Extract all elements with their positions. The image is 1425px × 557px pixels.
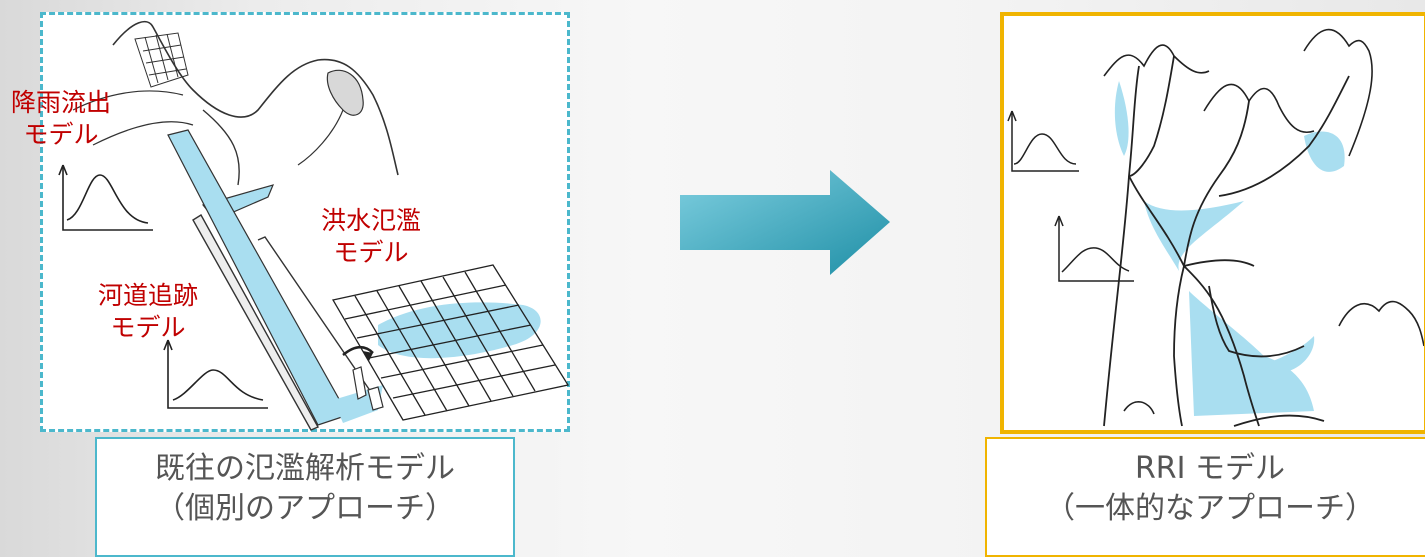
separate-approach-caption: 既往の氾濫解析モデル （個別のアプローチ）	[95, 437, 515, 557]
flood-inundation-label-line1: 洪水氾濫	[321, 205, 421, 237]
integrated-approach-caption: RRI モデル （一体的なアプローチ）	[985, 437, 1425, 557]
flood-inundation-label-line2: モデル	[321, 237, 421, 269]
channel-routing-label: 河道追跡 モデル	[98, 280, 198, 344]
integrated-approach-caption-line1: RRI モデル	[987, 449, 1425, 489]
channel-routing-label-line2: モデル	[98, 312, 198, 344]
right-arrow-icon	[680, 170, 890, 275]
rainfall-runoff-label-line2: モデル	[11, 119, 111, 151]
integrated-approach-caption-line2: （一体的なアプローチ）	[987, 489, 1425, 529]
mountain-detail	[327, 70, 363, 115]
mountain-ridge	[298, 110, 343, 165]
separate-models-illustration	[43, 15, 573, 435]
rainfall-runoff-label: 降雨流出 モデル	[11, 87, 111, 151]
flood-inundation-label: 洪水氾濫 モデル	[321, 205, 421, 269]
rri-water	[1115, 81, 1129, 156]
rri-water	[1304, 131, 1345, 171]
separate-approach-caption-line1: 既往の氾濫解析モデル	[97, 449, 513, 489]
rri-model-panel	[1000, 12, 1425, 434]
rainfall-runoff-label-line1: 降雨流出	[11, 87, 111, 119]
river-channel-water	[168, 130, 348, 425]
separate-models-panel: 降雨流出 モデル 洪水氾濫 モデル 河道追跡 モデル	[40, 12, 570, 432]
separate-approach-caption-line2: （個別のアプローチ）	[97, 489, 513, 529]
hydrograph-icon	[59, 165, 153, 230]
hydrograph-icon	[1008, 111, 1079, 171]
hydrograph-icon	[164, 340, 268, 408]
channel-routing-label-line1: 河道追跡	[98, 280, 198, 312]
rri-model-illustration	[1004, 16, 1424, 430]
